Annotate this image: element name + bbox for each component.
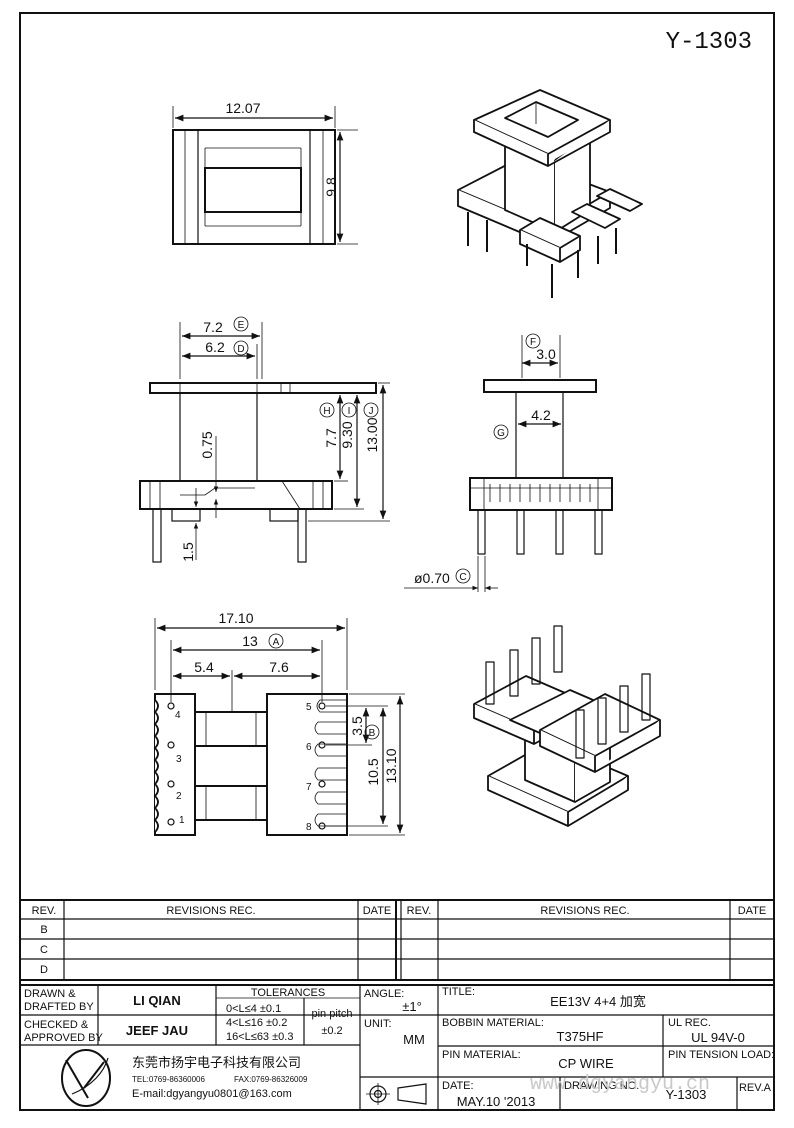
dim-b: 3.5 xyxy=(349,716,365,736)
date-header-right: DATE xyxy=(738,905,767,917)
dim-right-pitch: 7.6 xyxy=(269,659,289,675)
side-view: 3.0 F 4.2 G ø0.70 C xyxy=(404,333,613,592)
company-email: E-mail:dgyangyu0801@163.com xyxy=(132,1088,292,1100)
rev-header-left: REV. xyxy=(32,905,57,917)
dim-d: 6.2 xyxy=(205,339,225,355)
dim-h: 7.7 xyxy=(323,428,339,448)
drawing-no-label: DRAWING NO. xyxy=(564,1080,639,1092)
callout-g: G xyxy=(497,428,505,439)
bobbin-material-value: T375HF xyxy=(557,1029,604,1044)
pin-label-4: 4 xyxy=(175,710,181,721)
company-fax: FAX:0769-86326009 xyxy=(234,1075,308,1084)
dim-e: 7.2 xyxy=(203,319,223,335)
pin-label-8: 8 xyxy=(306,822,312,833)
pin-label-5: 5 xyxy=(306,702,312,713)
rev-row-c: C xyxy=(40,944,48,956)
dim-pin-len: 1.5 xyxy=(180,542,196,562)
tolerance-2: 4<L≤16 ±0.2 xyxy=(226,1017,287,1029)
checked-label-2: APPROVED BY xyxy=(24,1032,104,1044)
dim-i: 9.30 xyxy=(339,421,355,448)
date-label: DATE: xyxy=(442,1080,474,1092)
tolerance-1: 0<L≤4 ±0.1 xyxy=(226,1003,281,1015)
callout-b: B xyxy=(369,728,376,739)
angle-value: ±1° xyxy=(402,999,422,1014)
drawn-label-2: DRAFTED BY xyxy=(24,1001,94,1013)
dim-overall-height: 13.10 xyxy=(383,748,399,783)
company-logo xyxy=(61,1049,111,1107)
projection-symbol xyxy=(366,1083,427,1105)
pin-label-1: 1 xyxy=(179,815,185,826)
callout-h: H xyxy=(323,406,330,417)
dim-row-span: 10.5 xyxy=(365,758,381,785)
title-label: TITLE: xyxy=(442,986,475,998)
title-block: DRAWN & DRAFTED BY LI QIAN CHECKED & APP… xyxy=(19,984,775,1111)
pin-tension-label: PIN TENSION LOAD: xyxy=(668,1049,774,1061)
top-view: 12.07 9.8 xyxy=(172,100,358,245)
callout-a: A xyxy=(273,637,280,648)
checked-by-value: JEEF JAU xyxy=(126,1023,188,1038)
dim-g: 4.2 xyxy=(531,407,551,423)
drawing-no-value: Y-1303 xyxy=(666,1087,707,1102)
pin-material-label: PIN MATERIAL: xyxy=(442,1049,521,1061)
drawing-number-top: Y-1303 xyxy=(666,29,752,56)
title-value: EE13V 4+4 加宽 xyxy=(550,994,646,1009)
dim-overall-width: 17.10 xyxy=(218,610,253,626)
front-view: 7.2 E 6.2 D 0.75 1.5 7.7 H 9.30 I 13.00 … xyxy=(139,316,390,563)
dim-top-height: 9.8 xyxy=(323,177,339,197)
iso-view-top xyxy=(457,89,643,298)
unit-label: UNIT: xyxy=(364,1018,392,1030)
company-name: 东莞市扬宇电子科技有限公司 xyxy=(132,1055,301,1070)
rev-row-b: B xyxy=(40,924,47,936)
dim-left-pitch: 5.4 xyxy=(194,659,214,675)
pin-label-3: 3 xyxy=(176,754,182,765)
callout-f: F xyxy=(530,337,536,348)
dim-a: 13 xyxy=(242,633,258,649)
ul-rec-label: UL REC. xyxy=(668,1017,711,1029)
callout-i: I xyxy=(348,406,351,417)
callout-j: J xyxy=(369,406,374,417)
rev-row-d: D xyxy=(40,964,48,976)
unit-value: MM xyxy=(403,1032,425,1047)
ul-rec-value: UL 94V-0 xyxy=(691,1030,745,1045)
revisions-header-left: REVISIONS REC. xyxy=(166,905,255,917)
tolerance-3: 16<L≤63 ±0.3 xyxy=(226,1031,293,1043)
watermark-text: www.dgyangyu.cn xyxy=(530,1073,710,1096)
drawn-label-1: DRAWN & xyxy=(24,988,76,1000)
pin-label-2: 2 xyxy=(176,791,182,802)
date-value: MAY.10 '2013 xyxy=(457,1094,536,1109)
date-header-left: DATE xyxy=(363,905,392,917)
dim-j: 13.00 xyxy=(364,417,380,452)
pin-material-value: CP WIRE xyxy=(558,1056,614,1071)
revisions-header-right: REVISIONS REC. xyxy=(540,905,629,917)
rev-header-right: REV. xyxy=(407,905,432,917)
company-tel: TEL:0769-86360006 xyxy=(132,1075,206,1084)
callout-c: C xyxy=(459,572,466,583)
dim-wall: 0.75 xyxy=(199,431,215,458)
revisions-table: REV. REVISIONS REC. DATE REV. REVISIONS … xyxy=(19,899,775,981)
bobbin-material-label: BOBBIN MATERIAL: xyxy=(442,1017,544,1029)
dim-f: 3.0 xyxy=(536,346,556,362)
angle-label: ANGLE: xyxy=(364,988,404,1000)
rev-a-label: REV.A xyxy=(739,1082,772,1094)
pin-label-6: 6 xyxy=(306,742,312,753)
drawn-by-value: LI QIAN xyxy=(133,993,181,1008)
dim-top-width: 12.07 xyxy=(225,100,260,116)
callout-d: D xyxy=(237,344,244,355)
iso-view-bottom xyxy=(473,625,661,827)
checked-label-1: CHECKED & xyxy=(24,1019,89,1031)
bottom-view: 1 2 3 4 5 6 7 8 17.10 13 A 5.4 7.6 3.5 B… xyxy=(153,610,405,836)
pin-label-7: 7 xyxy=(306,782,312,793)
pin-pitch-label: pin pitch xyxy=(312,1008,353,1020)
pin-pitch-value: ±0.2 xyxy=(321,1025,342,1037)
callout-e: E xyxy=(238,320,245,331)
tolerances-label: TOLERANCES xyxy=(251,987,325,999)
dim-pin-dia: ø0.70 xyxy=(414,570,450,586)
